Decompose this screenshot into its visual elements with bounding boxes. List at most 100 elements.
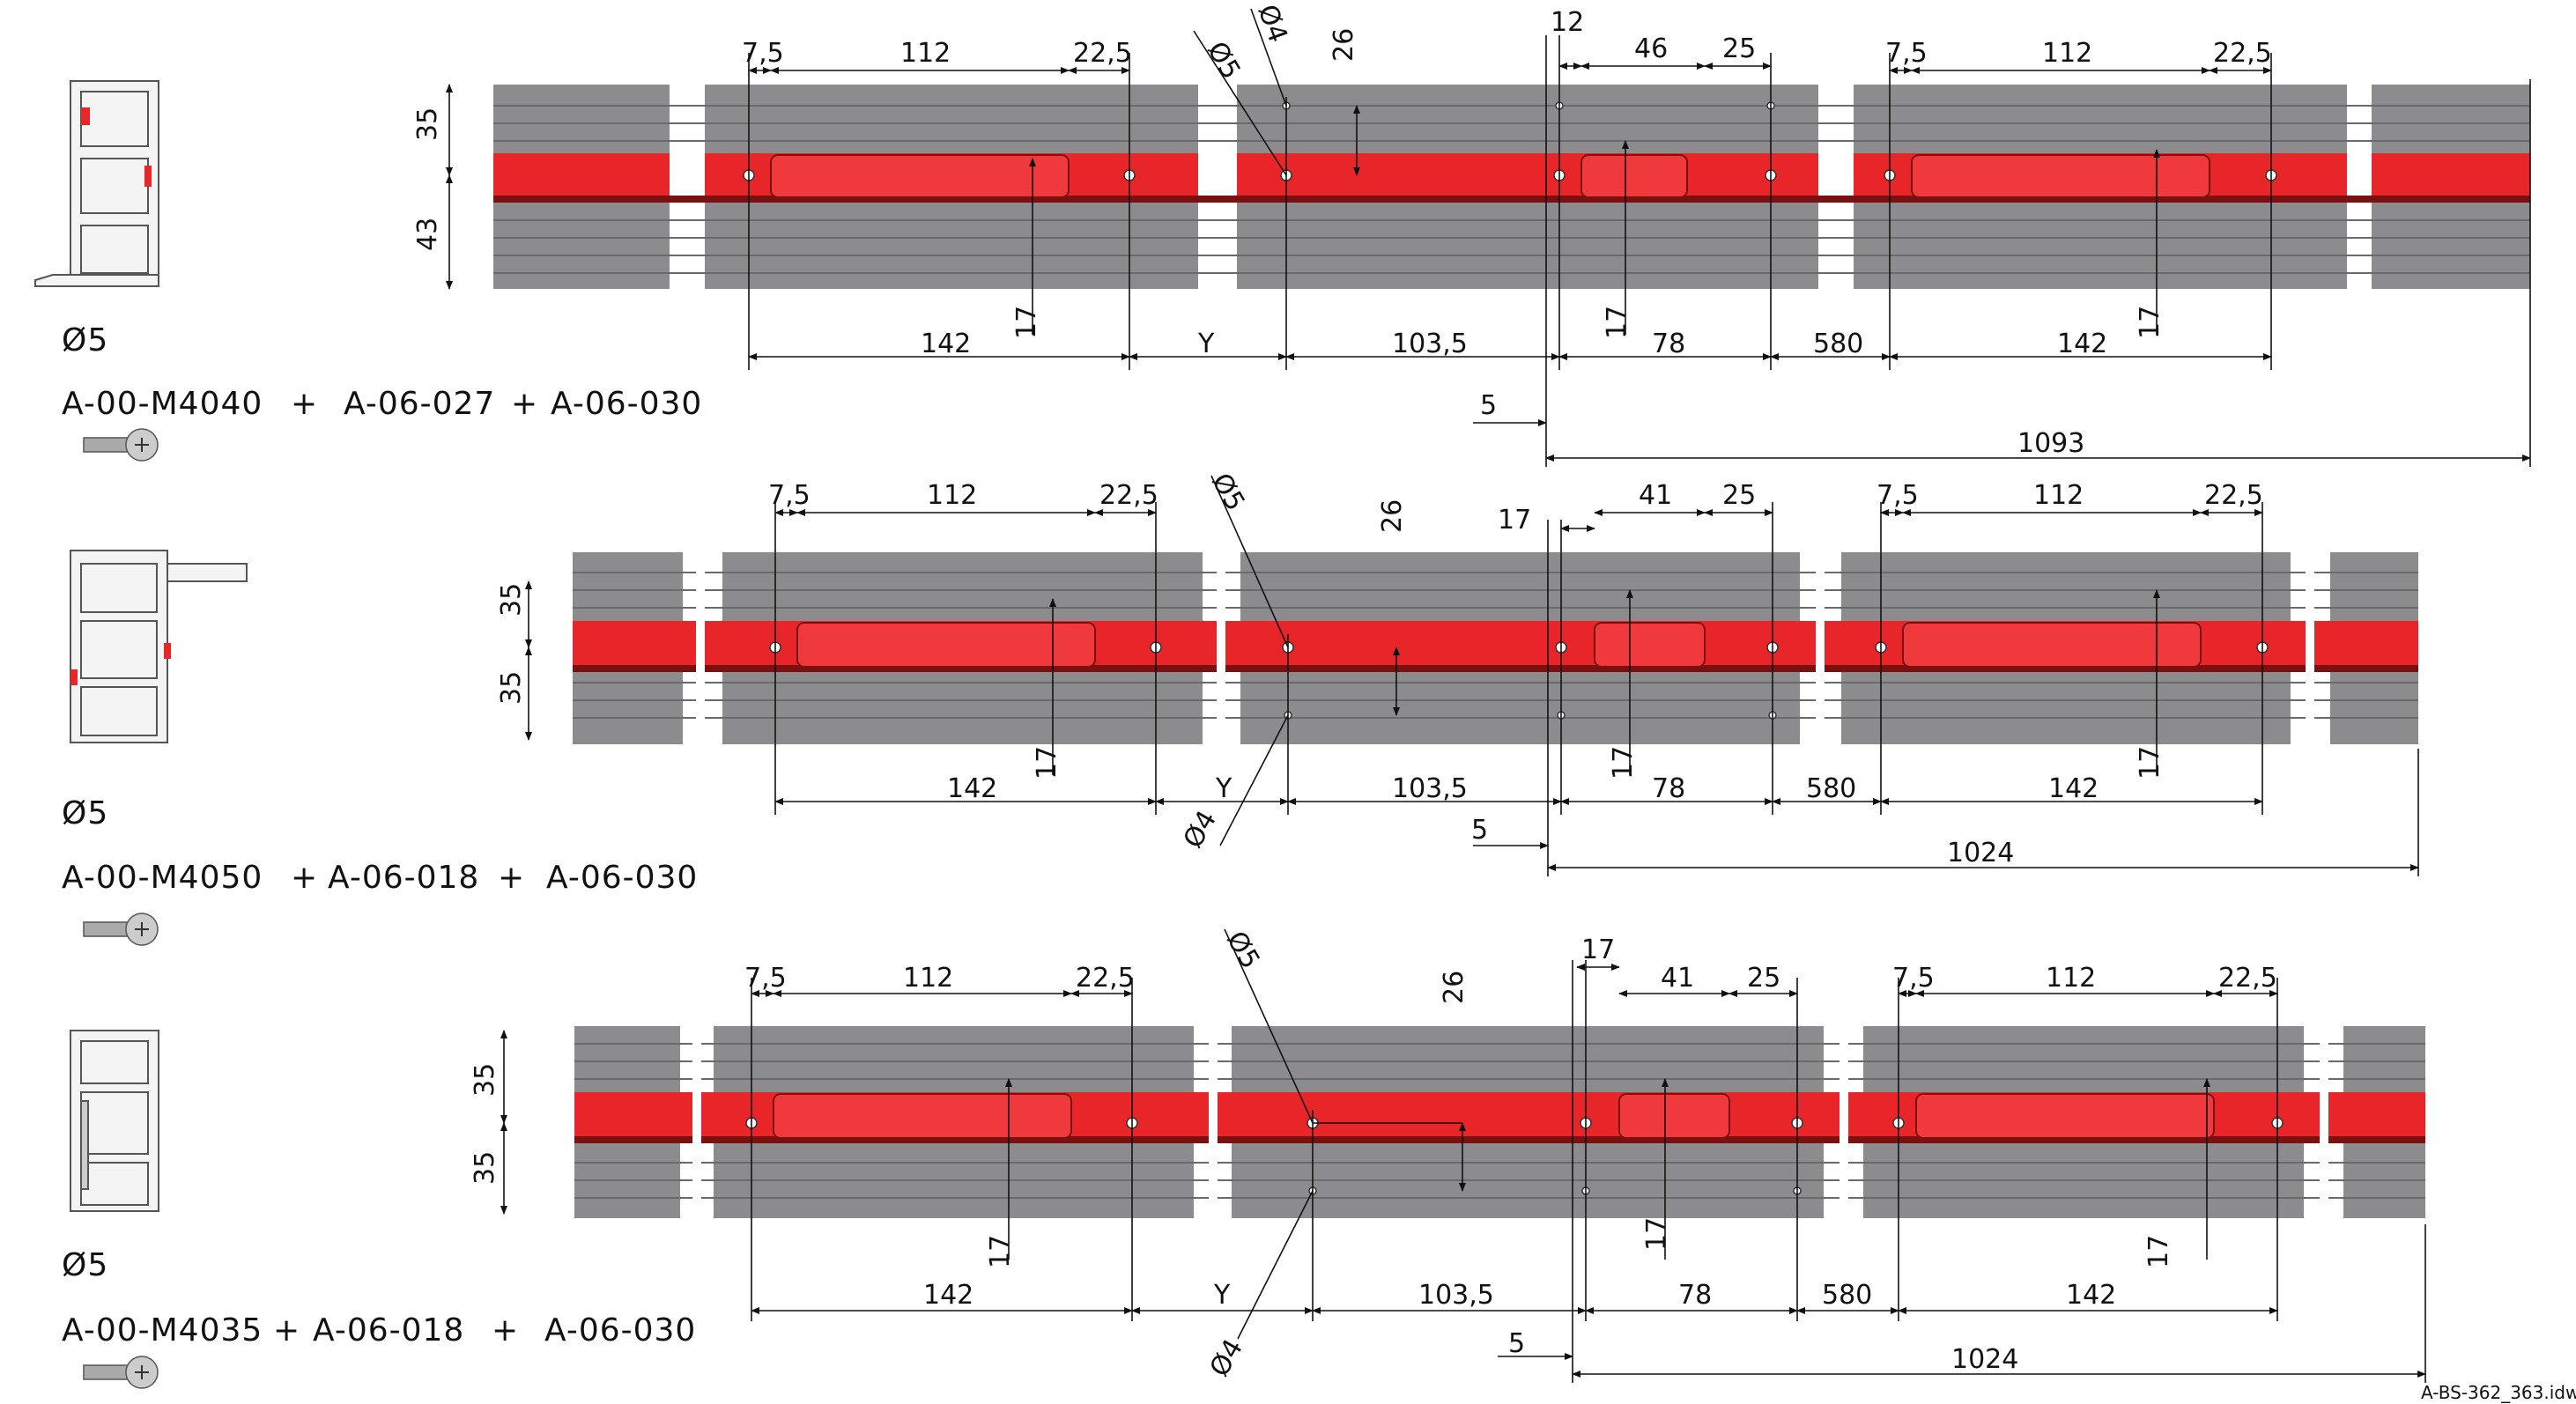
dim-hole-4: Ø4: [1178, 806, 1224, 853]
dim-41: 41: [1661, 963, 1694, 994]
plus-2: +: [511, 386, 538, 422]
dim-17: 17: [1498, 505, 1531, 536]
dim-total: 1024: [1951, 1344, 2018, 1375]
profile-bar-1: [493, 85, 2530, 289]
dim-78: 78: [1678, 1280, 1712, 1311]
dimension-lines-2: [525, 475, 2419, 876]
dim-left-35a: 35: [470, 1063, 500, 1097]
dim-v17b: 17: [1608, 746, 1639, 780]
dimension-labels-2: 7,5 112 22,5 Ø5 26 17 41 25 7,5 112 22,5…: [496, 469, 2263, 869]
dim-7-5b: 7,5: [1885, 38, 1928, 69]
dim-5: 5: [1508, 1328, 1525, 1359]
dim-left-35b: 35: [496, 671, 527, 705]
dimension-lines-1: [446, 8, 2531, 467]
dim-103-5: 103,5: [1392, 773, 1468, 804]
part-2: A-06-018: [328, 860, 479, 896]
part-1: A-00-M4040: [62, 386, 263, 422]
dim-v17c: 17: [2135, 746, 2165, 780]
part-2: A-06-027: [344, 386, 495, 422]
dim-17: 17: [1581, 935, 1615, 965]
dim-142b: 142: [2057, 329, 2107, 359]
part-numbers-1: A-00-M4040 + A-06-027 + A-06-030: [62, 386, 701, 422]
dim-hole-5: Ø5: [1205, 469, 1251, 516]
dim-5: 5: [1471, 815, 1488, 846]
dim-112: 112: [927, 480, 977, 511]
dim-25: 25: [1747, 963, 1780, 994]
part-numbers-2: A-00-M4050 + A-06-018 + A-06-030: [62, 860, 698, 896]
hole-label-2: Ø5: [62, 795, 108, 831]
dim-112: 112: [900, 38, 951, 69]
dim-103-5: 103,5: [1418, 1280, 1494, 1311]
dim-26: 26: [1439, 971, 1469, 1004]
dim-78: 78: [1652, 329, 1685, 359]
dim-hole-5: Ø5: [1201, 37, 1247, 85]
hole-label-3: Ø5: [62, 1247, 108, 1283]
dim-v17a: 17: [1011, 306, 1042, 339]
dim-v17c: 17: [2143, 1235, 2174, 1268]
plus-1: +: [273, 1312, 300, 1349]
dim-580: 580: [1813, 329, 1863, 359]
dim-total: 1024: [1947, 838, 2014, 868]
dim-y: Y: [1213, 1280, 1231, 1311]
dim-total: 1093: [2017, 428, 2084, 459]
dim-112b: 112: [2033, 480, 2084, 511]
dim-22-5b: 22,5: [2213, 38, 2272, 69]
dim-22-5: 22,5: [1073, 38, 1132, 69]
dim-12: 12: [1551, 7, 1584, 38]
dim-112: 112: [903, 963, 953, 994]
profile-bar-2: [573, 528, 2418, 766]
drawing-reference: A-BS-362_363.idw: [2421, 1382, 2576, 1403]
dim-22-5: 22,5: [1076, 963, 1135, 994]
profile-bar-3: [574, 1004, 2425, 1242]
dim-y: Y: [1197, 329, 1215, 359]
dim-left-35: 35: [412, 107, 443, 141]
dim-26: 26: [1329, 28, 1359, 62]
dim-142b: 142: [2048, 773, 2099, 804]
part-numbers-3: A-00-M4035 + A-06-018 + A-06-030: [62, 1312, 696, 1349]
dim-142: 142: [921, 329, 971, 359]
row-2: 7,5 112 22,5 Ø5 26 17 41 25 7,5 112 22,5…: [62, 469, 2419, 946]
dim-22-5b: 22,5: [2218, 963, 2277, 994]
row-3: 7,5 112 22,5 Ø5 26 17 41 25 7,5 112 22,5…: [62, 927, 2426, 1389]
profile-section-3: [70, 1030, 159, 1212]
dim-left-35b: 35: [470, 1151, 500, 1185]
screw-icon: [83, 913, 159, 946]
dimension-labels-1: 7,5 112 22,5 Ø5 Ø4 26 12 46 25 7,5 112 2…: [412, 1, 2272, 459]
dim-v17b: 17: [1641, 1217, 1672, 1251]
dim-580: 580: [1822, 1280, 1872, 1311]
dim-142b: 142: [2066, 1280, 2116, 1311]
dim-25: 25: [1722, 480, 1756, 511]
dim-142: 142: [947, 773, 997, 804]
dim-41: 41: [1639, 480, 1672, 511]
plus-2: +: [492, 1312, 519, 1349]
dim-y: Y: [1215, 773, 1232, 804]
dim-103-5: 103,5: [1392, 329, 1468, 359]
dim-46: 46: [1634, 33, 1668, 64]
part-1: A-00-M4035: [62, 1312, 263, 1349]
dim-22-5: 22,5: [1099, 480, 1158, 511]
dim-7-5: 7,5: [742, 38, 784, 69]
dim-78: 78: [1652, 773, 1685, 804]
dim-v17c: 17: [2135, 306, 2165, 339]
dim-5: 5: [1480, 390, 1497, 421]
row-1: 7,5 112 22,5 Ø5 Ø4 26 12 46 25 7,5 112 2…: [34, 1, 2531, 467]
dim-26: 26: [1377, 499, 1408, 533]
hole-label-1: Ø5: [62, 322, 108, 358]
plus-1: +: [291, 860, 318, 896]
part-3: A-06-030: [544, 1312, 696, 1349]
dim-hole-4: Ø4: [1204, 1334, 1250, 1382]
profile-section-1: [34, 80, 159, 287]
dimension-lines-3: [500, 928, 2426, 1383]
part-1: A-00-M4050: [62, 860, 263, 896]
dim-v17a: 17: [1032, 746, 1062, 780]
dim-left-35a: 35: [496, 583, 527, 617]
dim-7-5b: 7,5: [1892, 963, 1935, 994]
dim-7-5: 7,5: [744, 963, 787, 994]
screw-icon: [83, 1356, 159, 1389]
profile-section-2: [70, 550, 248, 743]
part-3: A-06-030: [546, 860, 698, 896]
dim-hole-4: Ø4: [1251, 1, 1292, 47]
part-2: A-06-018: [313, 1312, 464, 1349]
plus-2: +: [498, 860, 525, 896]
